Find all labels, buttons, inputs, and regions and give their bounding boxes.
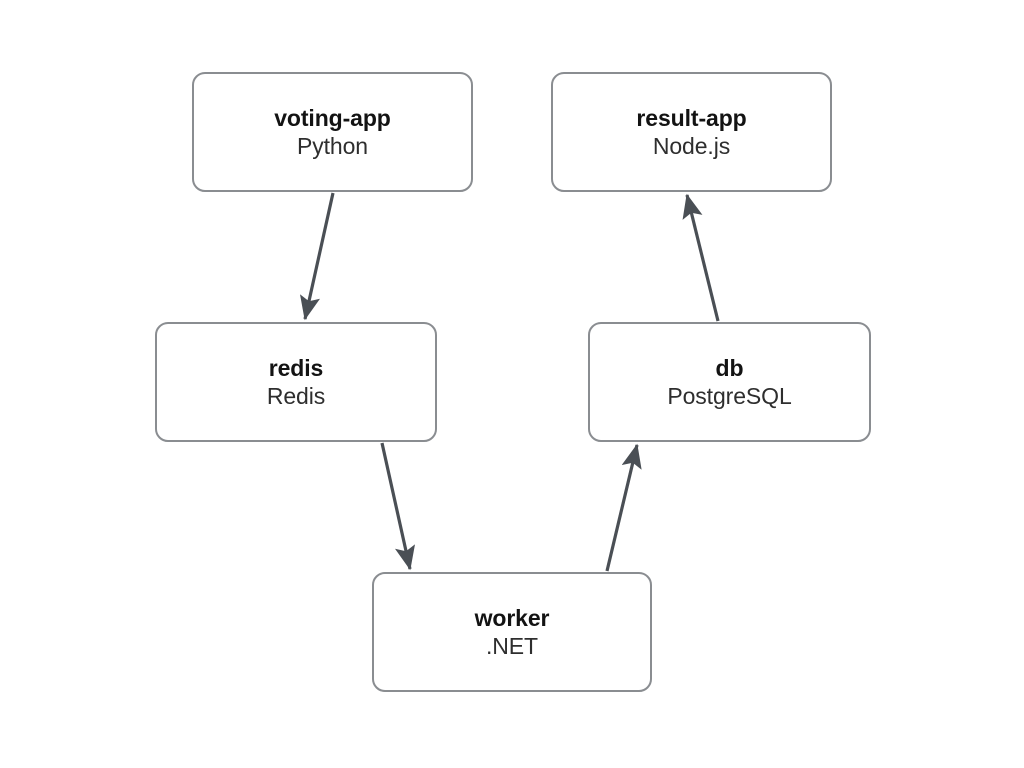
node-subtitle: Redis — [266, 383, 326, 409]
node-subtitle: Node.js — [652, 133, 731, 159]
edge-worker-to-db — [605, 443, 642, 572]
node-subtitle: Python — [296, 133, 368, 159]
node-subtitle: PostgreSQL — [667, 383, 792, 409]
node-title: voting-app — [274, 104, 391, 131]
edge-db-to-result-app — [682, 193, 720, 322]
node-db[interactable]: db PostgreSQL — [588, 322, 871, 442]
node-subtitle: .NET — [486, 633, 538, 659]
node-redis[interactable]: redis Redis — [155, 322, 437, 442]
node-title: worker — [474, 604, 550, 631]
node-title: result-app — [636, 104, 747, 131]
node-title: db — [715, 354, 744, 381]
node-title: redis — [268, 354, 324, 381]
edge-voting-app-to-redis — [300, 192, 335, 321]
edge-redis-to-worker — [380, 442, 415, 571]
node-voting-app[interactable]: voting-app Python — [192, 72, 473, 192]
node-result-app[interactable]: result-app Node.js — [551, 72, 832, 192]
node-worker[interactable]: worker .NET — [372, 572, 652, 692]
